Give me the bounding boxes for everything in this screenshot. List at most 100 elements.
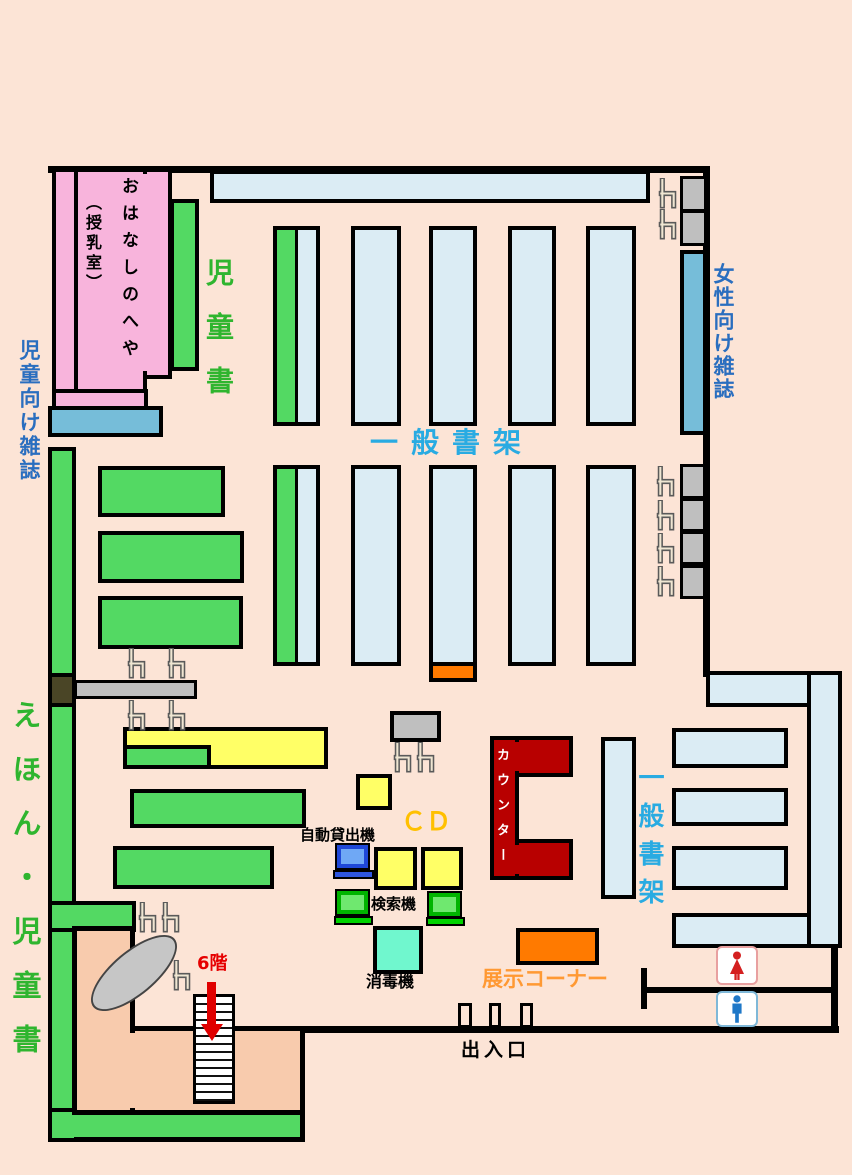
study-desk-tr-1 [680, 176, 707, 212]
green-computer-keyboard-left [334, 916, 373, 925]
chair-icon [391, 742, 414, 773]
childrens-shelf-1 [98, 466, 225, 517]
right-stack-bottom-long [672, 913, 811, 948]
olive-box [48, 673, 76, 707]
chair-icon [170, 960, 193, 991]
stack-row2-shelf5 [586, 465, 636, 666]
chair-icon [654, 566, 677, 597]
mid-green-shelf-2 [113, 846, 274, 889]
childrens-shelf-3 [98, 596, 243, 649]
picture-book-shelf-corner-patch [52, 1112, 74, 1138]
sanitizer-machine [373, 926, 423, 974]
down-arrow-shaft [207, 982, 216, 1025]
chair-icon [125, 648, 148, 679]
man-icon [732, 995, 742, 1023]
chair-icon [414, 742, 437, 773]
stair-room-patch [129, 1033, 137, 1108]
picture-book-shelf-vertical [48, 447, 76, 1142]
cd-shelf-small [356, 774, 392, 810]
study-desk-r-3 [680, 531, 706, 565]
chair-icon [165, 648, 188, 679]
childrens-magazines-label: 児童向け雑誌 [17, 339, 41, 483]
stack-row2-shelf3 [429, 465, 477, 666]
cd-shelf-2 [421, 847, 463, 890]
stack-row2-shelf3-orange-end [429, 662, 477, 682]
chair-icon [165, 700, 188, 731]
stack-row1-shelf5 [586, 226, 636, 426]
right-stack-h1 [672, 728, 788, 768]
chair-icon [654, 466, 677, 497]
entrance-label: 出入口 [461, 1039, 531, 1061]
search-machine-label: 検索機 [371, 895, 417, 913]
green-computer-monitor-left [337, 891, 368, 914]
womens-magazine-shelf [680, 250, 707, 435]
childrens-shelf-2 [98, 531, 244, 583]
counter-label: カウンター [494, 748, 509, 873]
stack-row2-shelf4 [508, 465, 556, 666]
counter-patch-bottom [513, 845, 521, 874]
chair-icon [136, 902, 159, 933]
wall-bottom-main [131, 1026, 839, 1033]
study-desk-r-1 [680, 464, 706, 499]
stack-row1-shelf2 [351, 226, 401, 426]
toilet-women-sign [716, 946, 758, 985]
blue-computer-keyboard [333, 870, 374, 879]
childrens-books-label: 児童書 [202, 258, 235, 420]
shelf-beside-story-room [170, 199, 199, 371]
general-stacks-top-label: 一般書架 [370, 426, 535, 459]
yellow-shelf-green-section [123, 745, 211, 769]
wall-top [48, 166, 710, 173]
study-desk-tr-2 [680, 210, 707, 246]
down-arrow-head [201, 1024, 223, 1041]
blue-computer-monitor [337, 845, 368, 868]
wall-toilet-divider [645, 987, 835, 993]
green-computer-keyboard-right [426, 917, 465, 926]
stack-row1-shelf3 [429, 226, 477, 426]
counter-top-arm [515, 736, 573, 777]
stack-row2-shelf2 [351, 465, 401, 666]
nursing-room-label: （授乳室） [83, 194, 102, 294]
general-stacks-right-label: 一般書架 [634, 764, 664, 916]
right-stack-h2 [672, 788, 788, 826]
green-computer-monitor-right [429, 893, 460, 916]
study-desk-r-4 [680, 565, 706, 599]
chair-icon [654, 500, 677, 531]
floor-6-label: 6階 [197, 953, 228, 974]
exhibit-corner-label: 展示コーナー [482, 967, 608, 991]
entrance-doorpost-3 [520, 1003, 533, 1028]
center-table [390, 711, 441, 742]
chair-icon [656, 209, 679, 240]
chair-icon [159, 902, 182, 933]
cd-label: ＣＤ [401, 807, 452, 836]
shelf-top-long [210, 170, 650, 203]
chair-icon [654, 533, 677, 564]
story-room-label: おはなしのへや [118, 177, 138, 366]
entrance-doorpost-2 [489, 1003, 501, 1028]
reading-table-bar [74, 680, 197, 699]
wall-right-lower [831, 946, 838, 1032]
entrance-doorpost-1 [458, 1003, 472, 1028]
right-stack-top-horizontal [706, 671, 811, 707]
mid-green-shelf-1 [130, 789, 306, 828]
exhibit-corner-box [516, 928, 599, 965]
stack-row1-shelf4 [508, 226, 556, 426]
picture-books-label: えほん・児童書 [8, 700, 42, 1078]
chair-icon [125, 700, 148, 731]
sanitizer-label: 消毒機 [366, 972, 415, 991]
study-desk-r-2 [680, 498, 706, 532]
chair-icon [656, 178, 679, 209]
cd-shelf-1 [374, 847, 417, 890]
womens-magazines-label: 女性向け雑誌 [711, 263, 735, 401]
woman-icon [730, 951, 744, 980]
right-stack-right-vertical [807, 671, 842, 948]
counter-patch-top [513, 742, 521, 771]
counter-bottom-arm [515, 839, 573, 880]
childrens-magazine-shelf [48, 406, 163, 437]
toilet-men-sign [716, 991, 758, 1027]
right-stack-h3 [672, 846, 788, 890]
stack-row2-shelf1 [273, 465, 320, 666]
auto-lending-label: 自動貸出機 [300, 826, 376, 844]
right-stack-vertical-mid [601, 737, 636, 899]
wall-toilet-tick [641, 968, 647, 1009]
